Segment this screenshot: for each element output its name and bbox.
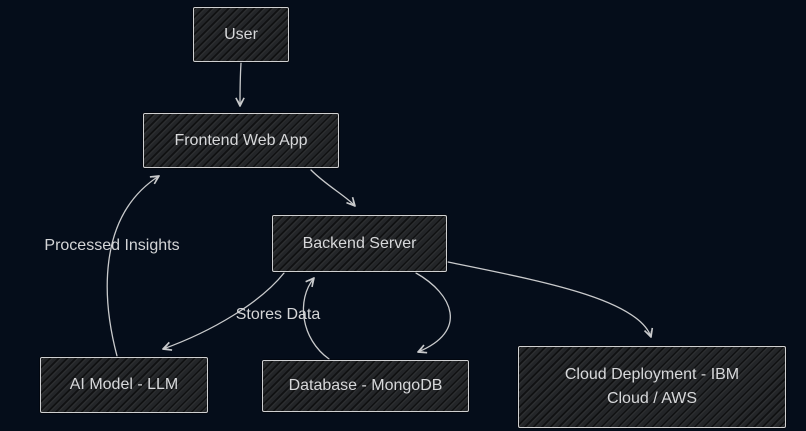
node-backend-server: Backend Server bbox=[272, 215, 447, 272]
node-ai-model-llm: AI Model - LLM bbox=[40, 357, 208, 413]
edge-user-to-frontend bbox=[235, 62, 245, 107]
node-user-label: User bbox=[224, 25, 258, 43]
node-backend-label: Backend Server bbox=[302, 234, 417, 252]
node-ai-model-label: AI Model - LLM bbox=[69, 376, 179, 393]
node-cloud-label-line1: Cloud Deployment - IBM bbox=[564, 366, 740, 383]
node-user: User bbox=[193, 7, 289, 62]
node-frontend-label: Frontend Web App bbox=[174, 131, 308, 149]
edge-backend-to-database bbox=[415, 272, 451, 354]
node-database-label: Database - MongoDB bbox=[288, 377, 443, 394]
node-cloud-label-line2: Cloud / AWS bbox=[606, 390, 698, 407]
node-database-mongodb: Database - MongoDB bbox=[262, 360, 469, 412]
node-frontend-web-app: Frontend Web App bbox=[143, 113, 339, 168]
edge-label-stores-data: Stores Data bbox=[235, 306, 321, 323]
node-cloud-deployment: Cloud Deployment - IBM Cloud / AWS bbox=[518, 346, 786, 428]
edge-frontend-to-backend bbox=[310, 169, 356, 207]
edge-backend-to-cloud bbox=[447, 261, 654, 338]
edge-ai-model-to-frontend bbox=[106, 175, 160, 357]
edge-label-processed-insights: Processed Insights bbox=[44, 237, 180, 254]
